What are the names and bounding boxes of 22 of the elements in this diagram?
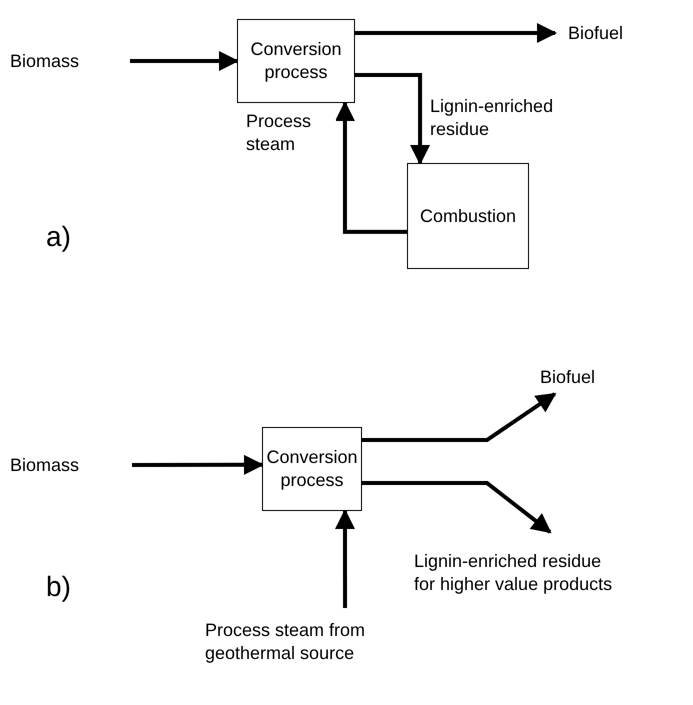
box-label: Conversion process [265, 446, 359, 492]
flow-label: Biofuel [568, 22, 624, 44]
arrow [362, 392, 556, 442]
arrow [334, 101, 407, 234]
box-label: Combustion [420, 204, 516, 228]
arrow [355, 23, 557, 43]
arrow [362, 481, 552, 534]
arrow [132, 454, 264, 475]
flow-label: Lignin-enriched residue for higher value products [414, 550, 614, 596]
box-label: Conversion process [249, 38, 343, 84]
arrow [335, 509, 355, 608]
flow-label: Biofuel [540, 366, 596, 388]
panel-label: a) [46, 220, 71, 254]
process-box [407, 163, 529, 269]
panel-label: b) [46, 570, 71, 604]
process-box [262, 427, 362, 511]
flow-label: Biomass [10, 454, 80, 476]
flow-label: Biomass [10, 50, 80, 72]
process-box [237, 19, 355, 103]
arrow [355, 73, 430, 165]
flow-label: Process steam from geothermal source [205, 619, 366, 665]
arrow [130, 51, 239, 71]
